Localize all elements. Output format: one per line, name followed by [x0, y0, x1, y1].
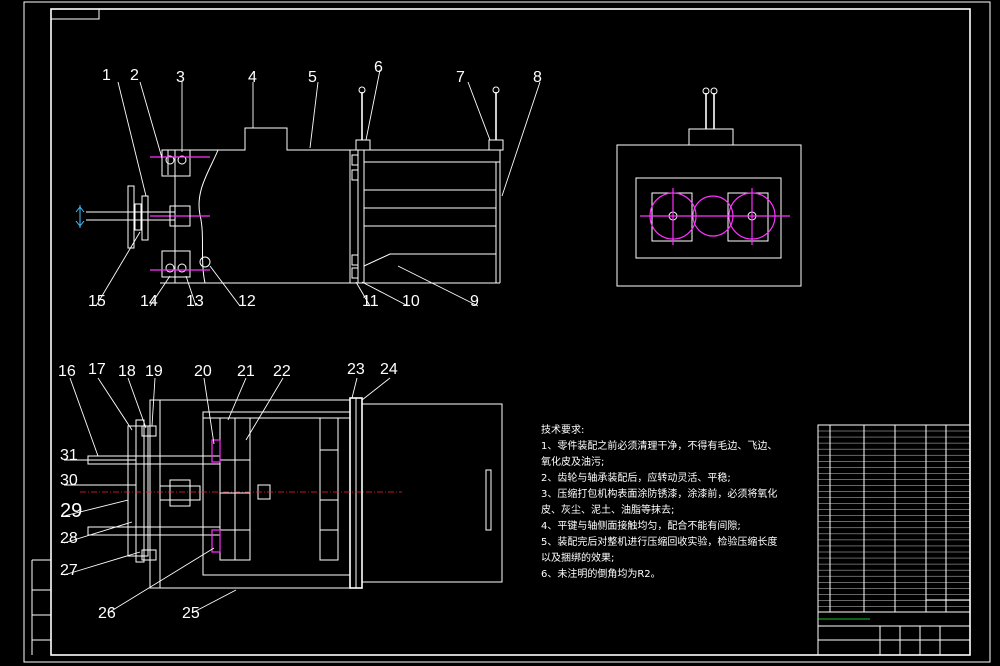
- sheet-frame: [23, 1, 991, 663]
- part-number: 7: [456, 69, 465, 86]
- tech-requirement-line: 2、齿轮与轴承装配后，应转动灵活、平稳;: [541, 471, 731, 484]
- part-number: 17: [88, 361, 106, 378]
- part-number: 12: [238, 293, 256, 310]
- part-number: 9: [470, 293, 479, 310]
- part-number: 19: [145, 363, 163, 380]
- part-number: 23: [347, 361, 365, 378]
- part-number: 11: [362, 293, 379, 310]
- tech-requirement-line: 3、压缩打包机构表面涂防锈漆，涂漆前，必须将氧化: [541, 487, 777, 500]
- part-number: 28: [60, 530, 78, 547]
- part-number: 16: [58, 363, 76, 380]
- part-number: 18: [118, 363, 136, 380]
- part-number: 8: [533, 69, 542, 86]
- part-number: 13: [186, 293, 204, 310]
- elevation-view: [75, 86, 504, 284]
- part-number: 22: [273, 363, 291, 380]
- part-number: 3: [176, 69, 185, 86]
- end-view: [616, 87, 802, 287]
- part-number: 6: [374, 59, 383, 76]
- part-number: 21: [237, 363, 255, 380]
- part-number: 4: [248, 69, 257, 86]
- part-number: 24: [380, 361, 398, 378]
- part-number: 31: [60, 447, 78, 464]
- part-number: 15: [88, 293, 106, 310]
- tech-requirement-line: 5、装配完后对整机进行压缩回收实验，检验压缩长度: [541, 535, 777, 548]
- tech-requirement-line: 1、零件装配之前必须清理干净，不得有毛边、飞边、: [541, 439, 777, 452]
- tech-requirement-line: 以及捆绑的效果;: [541, 551, 614, 564]
- part-number: 30: [60, 472, 78, 489]
- part-number: 5: [308, 69, 317, 86]
- part-number: 29: [60, 500, 82, 522]
- part-number: 27: [60, 562, 78, 579]
- leader-lines: [63, 69, 541, 614]
- part-number: 26: [98, 605, 116, 622]
- part-number: 25: [182, 605, 200, 622]
- part-number: 2: [130, 67, 139, 84]
- tech-requirement-line: 4、平键与轴侧面接触均匀，配合不能有间隙;: [541, 519, 741, 532]
- tech-requirements-title: 技术要求:: [541, 423, 584, 436]
- plan-view: [80, 397, 503, 589]
- parts-list-rows: [818, 430, 970, 607]
- part-number: 1: [102, 67, 111, 84]
- tech-requirement-line: 皮、灰尘、泥土、油脂等抹去;: [541, 503, 674, 516]
- tech-requirement-line: 氧化皮及油污;: [541, 455, 604, 468]
- part-number: 14: [140, 293, 158, 310]
- part-number: 10: [402, 293, 420, 310]
- part-number-labels: 1 2 3 4 5 6 7 8 15 14 13 12 11 10 9 16 1…: [58, 59, 542, 622]
- tech-requirement-line: 6、未注明的倒角均为R2。: [541, 567, 661, 580]
- part-number: 20: [194, 363, 212, 380]
- technical-requirements: 技术要求: 1、零件装配之前必须清理干净，不得有毛边、飞边、 氧化皮及油污; 2…: [541, 423, 777, 580]
